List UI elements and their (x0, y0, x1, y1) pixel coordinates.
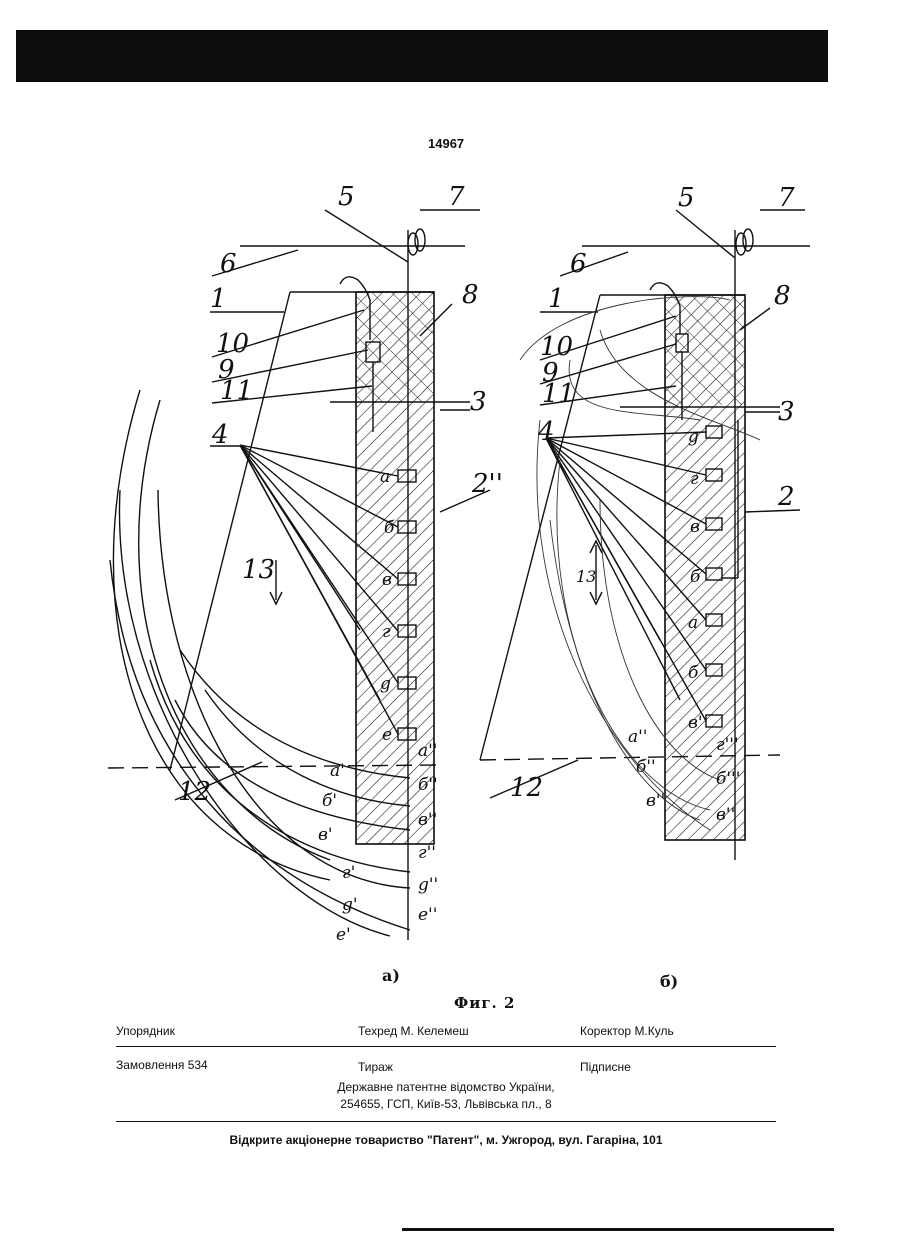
svg-text:а': а' (330, 761, 345, 781)
svg-text:б''': б''' (716, 769, 740, 789)
svg-text:3: 3 (470, 387, 487, 417)
imprint-print-run: Тираж (358, 1060, 393, 1074)
svg-text:8: 8 (462, 280, 479, 310)
svg-text:4: 4 (211, 420, 229, 450)
imprint-divider-bottom (116, 1121, 776, 1122)
svg-text:6: 6 (570, 249, 587, 279)
svg-text:13: 13 (242, 555, 275, 585)
svg-text:в: в (690, 517, 700, 537)
svg-text:g': g' (342, 895, 358, 915)
imprint-order: Замовлення 534 (116, 1058, 208, 1072)
svg-text:е'': е'' (418, 905, 437, 925)
svg-text:5: 5 (678, 183, 695, 213)
svg-text:в': в' (688, 713, 703, 733)
svg-text:12: 12 (178, 777, 211, 807)
svg-text:е: е (382, 725, 392, 745)
subfigure-label-b: б) (660, 972, 678, 991)
svg-text:г: г (690, 469, 699, 489)
imprint-subscription: Підписне (580, 1060, 631, 1074)
svg-text:7: 7 (448, 182, 465, 212)
svg-text:4: 4 (537, 417, 555, 447)
svg-text:г: г (382, 622, 391, 642)
svg-text:б': б' (322, 791, 337, 811)
svg-text:11: 11 (220, 376, 253, 406)
svg-text:8: 8 (774, 281, 791, 311)
svg-text:в'': в'' (418, 810, 437, 830)
svg-text:а: а (688, 613, 698, 633)
imprint-office-line2: 254655, ГСП, Київ-53, Львівська пл., 8 (116, 1097, 776, 1111)
patent-figure: 5 7 6 1 8 10 9 11 3 4 2'' 13 12 а б в г … (0, 0, 900, 1000)
svg-text:б'': б'' (418, 775, 438, 795)
panel-a-callouts: 5 7 6 1 8 10 9 11 3 4 2'' 13 12 (178, 182, 503, 807)
svg-text:2: 2 (777, 482, 795, 512)
imprint-divider-top (116, 1046, 776, 1047)
svg-text:б: б (688, 663, 699, 683)
svg-text:12: 12 (510, 773, 543, 803)
svg-text:б: б (690, 567, 701, 587)
svg-text:г': г' (342, 863, 355, 883)
svg-text:6: 6 (220, 249, 237, 279)
imprint-compiler: Упорядник (116, 1024, 175, 1038)
svg-text:1: 1 (210, 284, 227, 314)
svg-text:в'': в'' (716, 805, 735, 825)
svg-text:а: а (380, 467, 390, 487)
svg-text:g: g (380, 674, 391, 694)
imprint-publisher: Відкрите акціонерне товариство "Патент",… (116, 1133, 776, 1147)
svg-text:а'': а'' (418, 741, 437, 761)
panel-a (108, 210, 490, 940)
svg-text:а'': а'' (628, 727, 647, 747)
svg-text:в: в (382, 570, 392, 590)
svg-text:g'': g'' (418, 875, 438, 895)
imprint-corrector: Коректор М.Куль (580, 1024, 674, 1038)
imprint-office-line1: Державне патентне відомство України, (116, 1080, 776, 1094)
svg-text:б'': б'' (636, 757, 656, 777)
subfigure-label-a: а) (382, 966, 400, 985)
svg-text:2'': 2'' (471, 469, 503, 499)
svg-text:в': в' (318, 825, 333, 845)
svg-text:g: g (688, 427, 699, 447)
svg-text:1: 1 (548, 284, 565, 314)
svg-text:е': е' (336, 925, 351, 945)
svg-text:13: 13 (576, 567, 596, 586)
svg-text:в'': в'' (646, 791, 665, 811)
svg-text:б: б (384, 518, 395, 538)
svg-text:11: 11 (542, 379, 575, 409)
svg-text:7: 7 (778, 183, 795, 213)
svg-text:г'': г'' (418, 843, 436, 863)
svg-text:5: 5 (338, 182, 355, 212)
imprint-techred: Техред М. Келемеш (358, 1024, 469, 1038)
page-bottom-rule (402, 1228, 834, 1231)
panel-b-callouts: 5 7 6 1 8 10 9 11 3 4 2 13 12 (510, 183, 795, 803)
svg-text:г''': г''' (716, 735, 739, 755)
svg-text:3: 3 (778, 397, 795, 427)
figure-caption: Фиг. 2 (454, 994, 515, 1012)
